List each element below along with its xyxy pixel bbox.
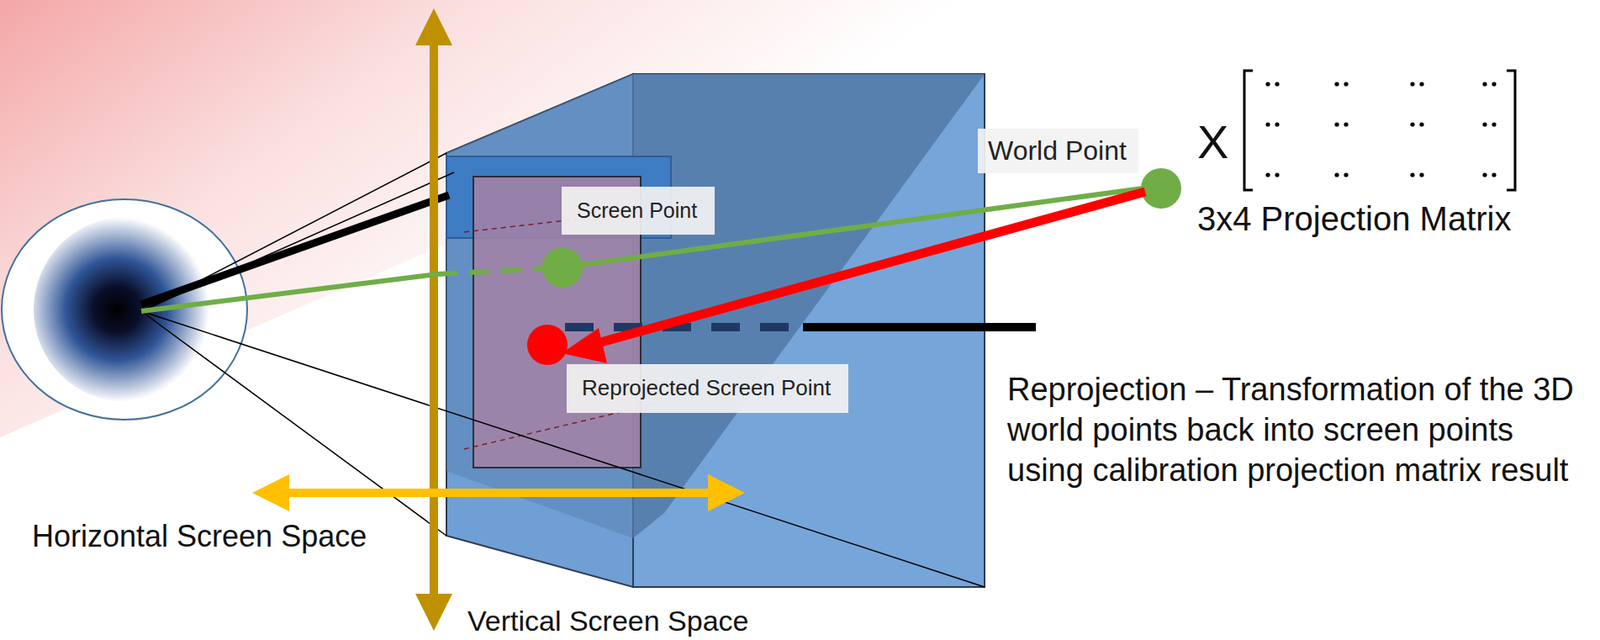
matrix-dot [1491,121,1496,127]
green-ray [141,274,438,312]
matrix-dot [1491,172,1496,177]
horizontal-axis [277,488,720,497]
arrow-head [252,474,290,512]
matrix-dot [1334,121,1339,127]
matrix-dot [1419,121,1424,127]
matrix-dot [1274,121,1279,127]
optical-axis [141,195,449,305]
world-point-label: World Point [977,128,1139,174]
eye-iris [33,216,219,402]
label-text: Reprojected Screen Point [581,375,834,402]
reprojected-point-dot [527,324,568,365]
depth-line [802,322,1036,332]
matrix-dot [1419,81,1424,86]
matrix-dot [1482,121,1487,127]
frustum-shade [633,73,985,539]
screen-point-label: Screen Point [561,186,715,235]
vertical-axis [429,33,439,606]
matrix-bracket [1506,70,1516,191]
matrix-bracket [1244,70,1253,191]
description-note: Reprojection – Transformation of the 3D … [1007,369,1596,492]
matrix-dot [1343,81,1348,86]
matrix-dot [1274,172,1279,177]
world-point-dot [1140,168,1182,209]
matrix-dot [1334,81,1339,86]
arrow-head [707,474,745,512]
view-ray [141,172,455,312]
matrix-dot [1334,172,1339,177]
matrix-caption: 3x4 Projection Matrix [1197,200,1511,238]
label-text: World Point [987,135,1129,167]
matrix-dot [1265,81,1270,86]
screen-point-dot [542,247,583,288]
matrix-dot [1409,81,1415,86]
matrix-dot [1265,172,1270,177]
arrow-head [415,593,453,631]
multiply-sign: X [1197,116,1229,169]
matrix-dot [1343,172,1348,177]
eye-outline [1,199,248,420]
reprojected-point-label: Reprojected Screen Point [566,364,849,413]
matrix-dot [1265,121,1270,127]
matrix-entries [1265,81,1496,177]
label-text: Screen Point [576,198,700,223]
matrix-dot [1409,172,1415,177]
axis-label: Vertical Screen Space [467,605,750,637]
matrix-dot [1419,172,1424,177]
axis-label: Horizontal Screen Space [31,519,367,554]
matrix-dot [1482,81,1487,86]
matrix-dot [1274,81,1279,86]
arrow-head [415,8,453,46]
green-ray [561,185,1162,268]
matrix-dot [1491,81,1496,86]
depth-line [565,322,803,332]
matrix-dot [1409,121,1415,127]
matrix-dot [1482,172,1487,177]
view-ray [141,311,447,536]
matrix-dot [1343,121,1348,127]
arrow-head [561,327,608,364]
